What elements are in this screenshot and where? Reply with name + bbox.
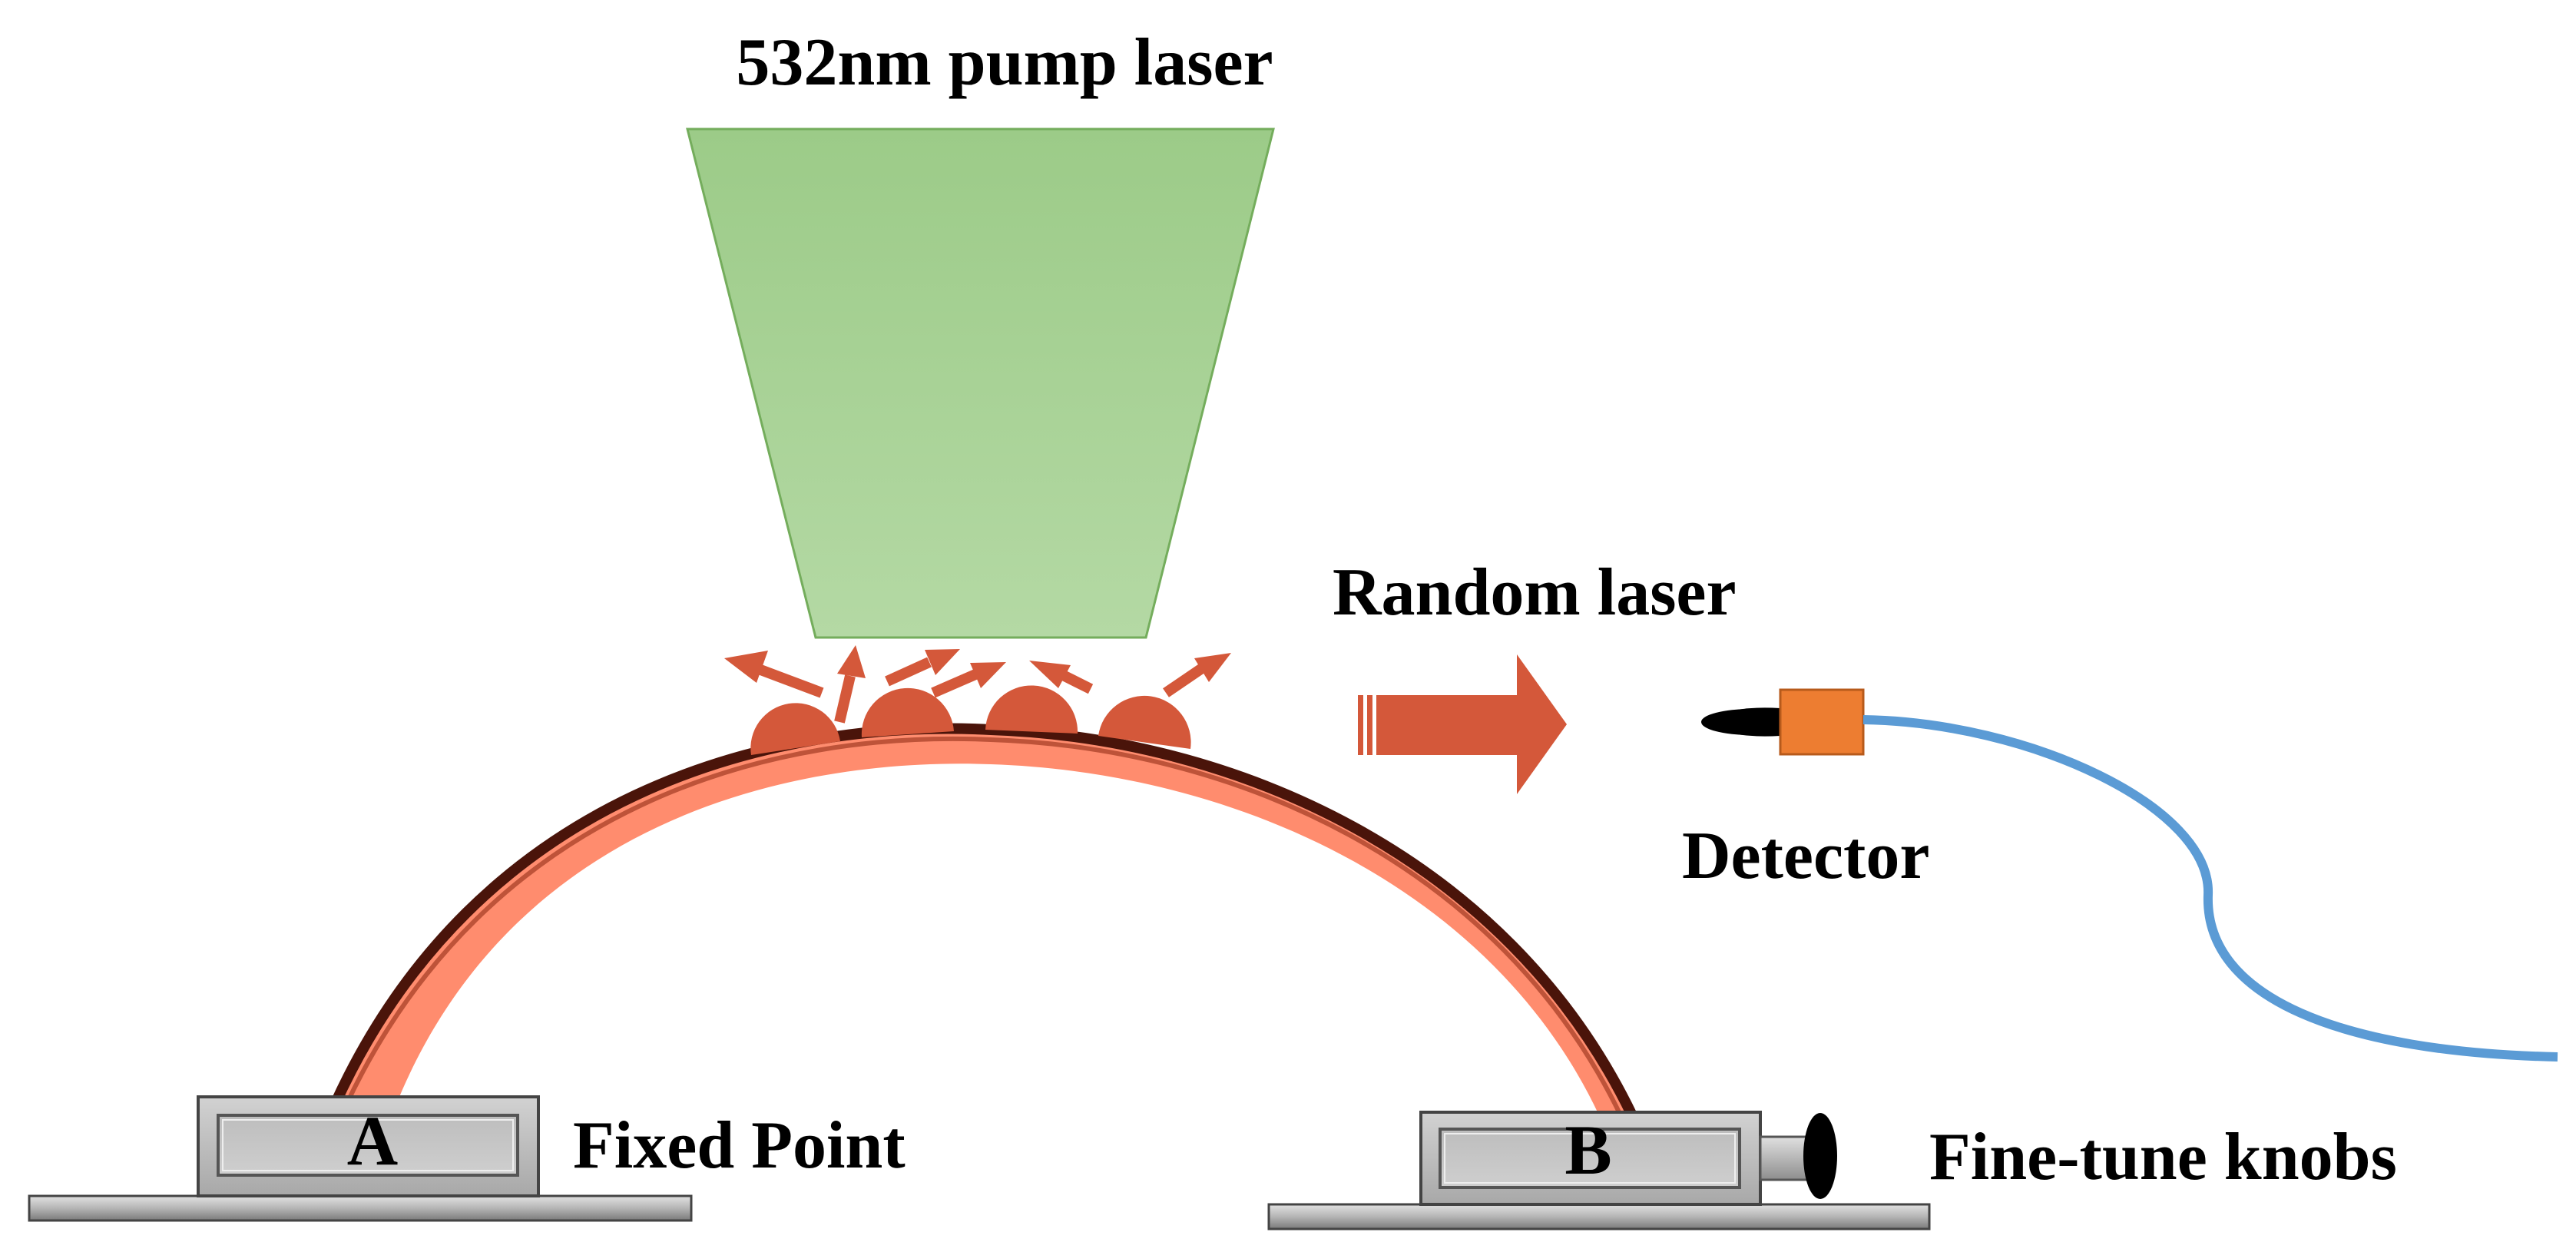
mount-b	[1267, 1111, 1931, 1230]
bent-fiber	[329, 723, 1637, 1118]
knob-icon[interactable]	[1803, 1113, 1837, 1199]
particle	[861, 687, 954, 737]
fine-tune-knobs-label: Fine-tune knobs	[1929, 1120, 2397, 1194]
mount-b-letter: B	[1564, 1111, 1611, 1189]
detector-label: Detector	[1682, 819, 1929, 893]
right-arrow	[1358, 654, 1567, 794]
detector-icon	[1701, 688, 1865, 756]
random-laser-label: Random laser	[1333, 555, 1737, 630]
mount-a-letter: A	[347, 1101, 398, 1180]
particle	[1098, 695, 1191, 749]
detector-cable	[1862, 715, 2558, 1062]
pump-laser-beam	[686, 128, 1275, 639]
scattering-particles	[750, 685, 1191, 755]
fixed-point-label: Fixed Point	[573, 1108, 906, 1183]
particle	[985, 685, 1078, 734]
particle	[750, 703, 840, 755]
mount-a	[28, 1095, 693, 1222]
emission-arrows	[724, 645, 1231, 724]
pump-laser-label: 532nm pump laser	[736, 25, 1273, 100]
